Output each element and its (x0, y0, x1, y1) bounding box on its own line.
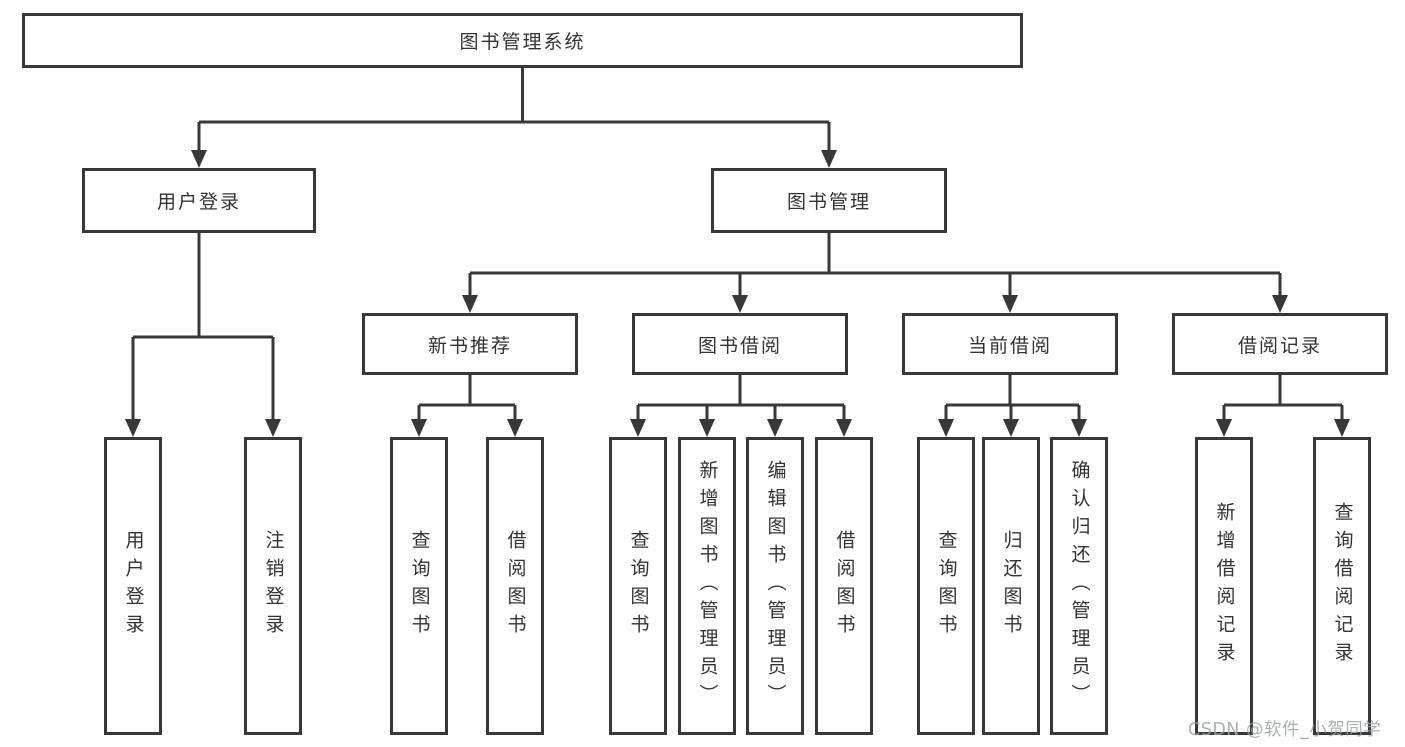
arrow-down-icon (265, 419, 281, 437)
node-box-book-borrow: 图书借阅 (632, 313, 848, 375)
node-label: 用户登录 (122, 530, 145, 642)
arrow-down-icon (821, 150, 837, 168)
arrow-down-icon (1272, 295, 1288, 313)
arrow-down-icon (191, 150, 207, 168)
leaf-box-return-books: 归还图书 (982, 437, 1040, 735)
arrow-down-icon (732, 295, 748, 313)
node-box-new-book-recommend: 新书推荐 (362, 313, 578, 375)
node-label: 图书管理 (786, 191, 871, 213)
arrow-down-icon (1216, 419, 1232, 437)
leaf-box-add-borrow-record: 新增借阅记录 (1195, 437, 1253, 735)
node-label: 借阅图书 (833, 530, 856, 642)
node-label: 查询借阅记录 (1331, 502, 1354, 670)
node-label: 确认归还（管理员） (1068, 460, 1091, 712)
node-label: 当前借阅 (967, 334, 1052, 357)
leaf-box-query-books-current: 查询图书 (917, 437, 975, 735)
arrow-down-icon (411, 419, 427, 437)
leaf-box-borrow-books: 借阅图书 (815, 437, 873, 735)
node-label: 编辑图书（管理员） (764, 460, 787, 712)
node-label: 查询图书 (627, 530, 650, 642)
arrow-down-icon (630, 419, 646, 437)
leaf-box-add-books-admin: 新增图书（管理员） (678, 437, 736, 735)
arrow-down-icon (938, 419, 954, 437)
root-box-library-management-system: 图书管理系统 (22, 13, 1023, 68)
node-box-borrow-record: 借阅记录 (1172, 313, 1388, 375)
leaf-box-logout: 注销登录 (244, 437, 302, 735)
node-label: 用户登录 (156, 191, 241, 213)
arrow-down-icon (1002, 295, 1018, 313)
arrow-down-icon (462, 295, 478, 313)
node-label: 图书管理系统 (459, 31, 586, 53)
leaf-box-confirm-return-admin: 确认归还（管理员） (1050, 437, 1108, 735)
arrow-down-icon (507, 419, 523, 437)
arrow-down-icon (1334, 419, 1350, 437)
csdn-watermark: CSDN @软件_小贺同学 (1188, 720, 1382, 740)
arrow-down-icon (125, 419, 141, 437)
arrow-down-icon (1003, 419, 1019, 437)
node-label: 注销登录 (262, 530, 285, 642)
node-label: 查询图书 (408, 530, 431, 642)
node-label: 归还图书 (1000, 530, 1023, 642)
node-label: 查询图书 (935, 530, 958, 642)
node-label: 新增图书（管理员） (696, 460, 719, 712)
leaf-box-user-login: 用户登录 (104, 437, 162, 735)
node-label: 图书借阅 (697, 334, 782, 357)
arrow-down-icon (1071, 419, 1087, 437)
arrow-down-icon (767, 419, 783, 437)
leaf-box-query-books-recommend: 查询图书 (390, 437, 448, 735)
arrow-down-icon (699, 419, 715, 437)
node-label: 借阅记录 (1237, 334, 1322, 357)
branch-box-book-management: 图书管理 (711, 168, 947, 233)
leaf-box-borrow-books-recommend: 借阅图书 (486, 437, 544, 735)
leaf-box-query-books-borrow: 查询图书 (609, 437, 667, 735)
node-label: 新书推荐 (427, 334, 512, 357)
node-box-current-borrow: 当前借阅 (902, 313, 1118, 375)
node-label: 借阅图书 (504, 530, 527, 642)
leaf-box-query-borrow-record: 查询借阅记录 (1313, 437, 1371, 735)
leaf-box-edit-books-admin: 编辑图书（管理员） (746, 437, 804, 735)
node-label: 新增借阅记录 (1213, 502, 1236, 670)
arrow-down-icon (836, 419, 852, 437)
branch-box-user-login: 用户登录 (82, 168, 316, 233)
